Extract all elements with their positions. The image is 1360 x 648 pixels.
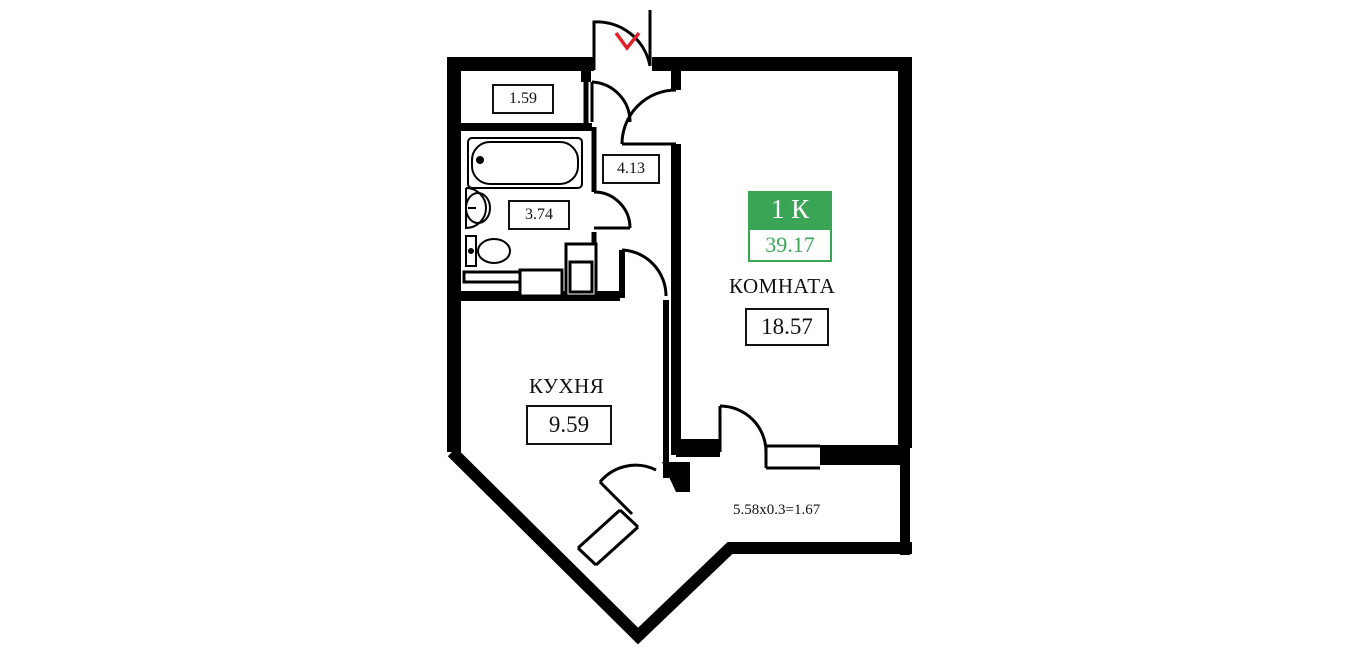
bathtub-icon <box>467 137 583 189</box>
room-name-label: КОМНАТА <box>729 274 836 298</box>
bathroom-area-label: 3.74 <box>508 200 570 230</box>
sink-icon <box>465 187 491 230</box>
storage-area-label: 1.59 <box>492 84 554 114</box>
doors <box>590 10 768 516</box>
apartment-type-badge: 1 К <box>748 191 832 228</box>
cabinets <box>462 242 598 298</box>
outer-walls <box>447 57 912 645</box>
hall-area-label: 4.13 <box>602 154 660 184</box>
balcony-area-formula: 5.58x0.3=1.67 <box>733 502 821 518</box>
toilet-icon <box>465 235 511 267</box>
apartment-total-area: 39.17 <box>748 228 832 262</box>
balcony-area <box>586 470 908 628</box>
entrance-arrow-icon <box>614 31 641 51</box>
kitchen-area-label: 9.59 <box>526 405 612 445</box>
room-area-label: 18.57 <box>745 308 829 346</box>
kitchen-name-label: КУХНЯ <box>529 374 605 398</box>
